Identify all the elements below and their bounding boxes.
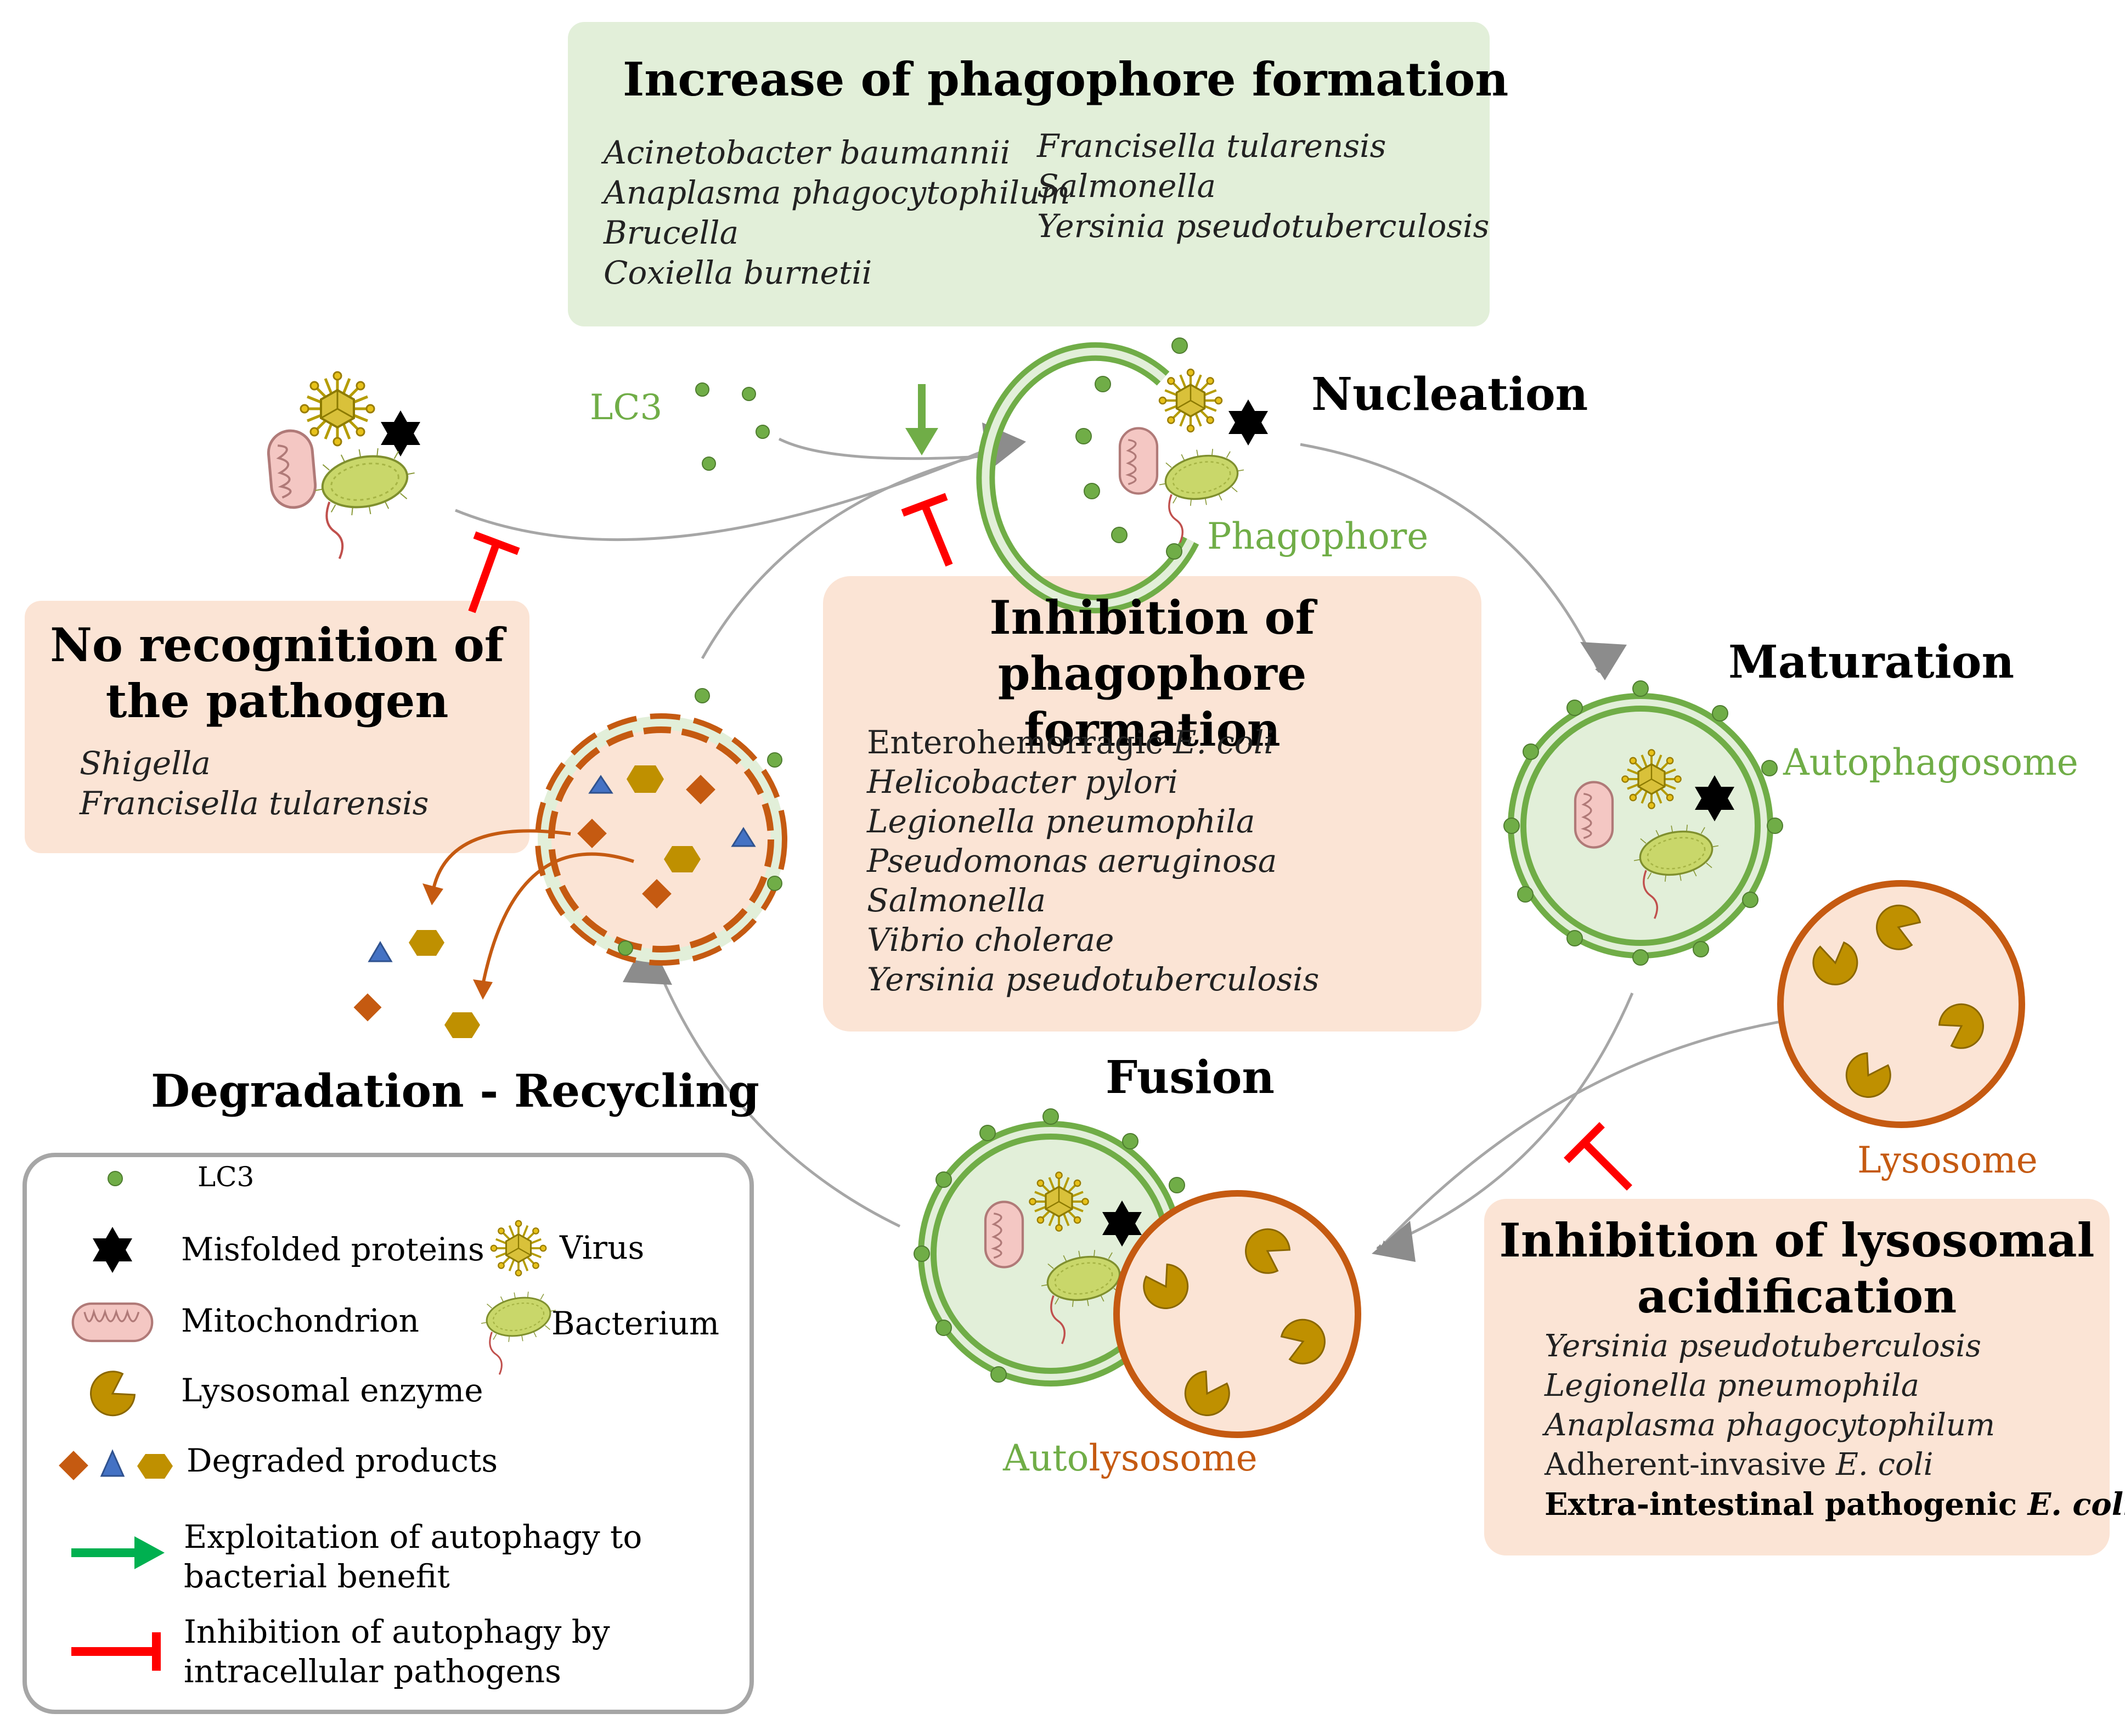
stage-degradation: Degradation - Recycling <box>151 1065 759 1118</box>
inhibition-phagophore-title-line: formation <box>1024 702 1281 757</box>
phagophore <box>976 337 1268 613</box>
legend-mitochondrion: Mitochondrion <box>181 1302 419 1339</box>
degraded-inside <box>577 765 756 909</box>
exploit-arrow-symbol <box>905 384 938 455</box>
item-roman: Adherent-invasive <box>1545 1447 1836 1483</box>
lc3-label: LC3 <box>590 387 663 428</box>
legend-inhibit: Inhibition of autophagy by intracellular… <box>184 1612 610 1691</box>
lc3-dots <box>695 382 770 471</box>
no-recognition-list: Shigella Francisella tularensis <box>80 743 429 824</box>
degraded-outside <box>353 930 480 1038</box>
item-roman: Extra-intestinal pathogenic <box>1545 1486 2028 1523</box>
autolysosome-part2: lysosome <box>1089 1437 1258 1479</box>
inhibition-phagophore-item: Vibrio cholerae <box>867 921 1114 959</box>
inhibition-phagophore-item: Helicobacter pylori <box>867 763 1179 801</box>
no-recognition-title-line: the pathogen <box>105 674 449 728</box>
no-recognition-item: Francisella tularensis <box>80 785 429 822</box>
stage-nucleation: Nucleation <box>1311 368 1588 421</box>
inhibition-lysosomal-title: Inhibition of lysosomal acidification <box>1498 1213 2096 1324</box>
legend-exploit-line: bacterial benefit <box>184 1558 450 1595</box>
arrow-lysosome-to-fusion <box>1382 1013 1828 1247</box>
no-recognition-title-line: No recognition of <box>50 618 504 672</box>
increase-item: Anaplasma phagocytophilum <box>604 174 1070 211</box>
inhibition-lysosomal-item: Anaplasma phagocytophilum <box>1545 1407 1996 1443</box>
no-recognition-title: No recognition of the pathogen <box>49 617 505 729</box>
legend-inhibit-line: Inhibition of autophagy by <box>184 1613 610 1650</box>
increase-title: Increase of phagophore formation <box>623 52 1509 106</box>
autophagosome <box>1503 680 1783 966</box>
inhibit-recognition-symbol <box>468 531 520 613</box>
release-arrows <box>432 829 634 985</box>
inhibition-phagophore-list: Enterohemorragic E. coli Helicobacter py… <box>867 723 1319 999</box>
arrow-lc3-to-phagophore <box>778 437 1000 460</box>
stage-maturation: Maturation <box>1728 636 2015 689</box>
inhibition-phagophore-item: Salmonella <box>867 882 1046 919</box>
legend-lc3: LC3 <box>198 1161 255 1193</box>
inhibition-lysosomal-item: Adherent-invasive E. coli <box>1545 1445 2125 1485</box>
legend-exploit-line: Exploitation of autophagy to <box>184 1518 642 1555</box>
no-recognition-item: Shigella <box>80 745 211 782</box>
legend-degraded: Degraded products <box>187 1442 498 1479</box>
increase-item: Yersinia pseudotuberculosis <box>1037 207 1490 245</box>
autolysosome-label: Autolysosome <box>1003 1436 1258 1480</box>
autolysosome-part1: Auto <box>1003 1437 1089 1479</box>
arrow-maturation-to-fusion <box>1376 993 1634 1250</box>
arrow-recycle-to-phagophore <box>701 448 1005 660</box>
autophagosome-label: Autophagosome <box>1783 741 2078 784</box>
item-italic: E. coli <box>1836 1447 1934 1483</box>
inhibit-lysosome-symbol <box>1564 1122 1632 1191</box>
cycle-arrows <box>455 437 1828 1250</box>
no-recognition-box <box>25 601 529 853</box>
legend-symbols <box>59 1171 566 1671</box>
increase-box <box>568 22 1490 326</box>
legend-enzyme: Lysosomal enzyme <box>181 1372 483 1409</box>
inhibition-lysosomal-item: Extra-intestinal pathogenic E. coli <box>1545 1485 2125 1524</box>
arrow-nucleation-to-maturation <box>1300 443 1601 673</box>
inhibition-phagophore-title: Inhibition of phagophore formation <box>839 590 1465 758</box>
legend-virus: Virus <box>560 1229 645 1266</box>
inhibition-lysosomal-title-line: Inhibition of lysosomal <box>1499 1213 2095 1267</box>
inhibition-lysosomal-item: Legionella pneumophila <box>1545 1368 1920 1404</box>
inhibition-phagophore-item: Yersinia pseudotuberculosis <box>867 961 1320 998</box>
inhibition-phagophore-box <box>823 576 1481 1032</box>
inhibition-lysosomal-title-line: acidification <box>1637 1269 1957 1323</box>
inhibition-phagophore-item: Legionella pneumophila <box>867 803 1255 840</box>
legend-exploit: Exploitation of autophagy to bacterial b… <box>184 1517 642 1596</box>
inhibition-phagophore-item: Enterohemorragic E. coli <box>867 723 1319 762</box>
legend-bacterium: Bacterium <box>551 1305 719 1342</box>
legend-inhibit-line: intracellular pathogens <box>184 1653 561 1690</box>
item-italic: E. coli <box>1173 724 1274 761</box>
inhibition-lysosomal-item: Yersinia pseudotuberculosis <box>1545 1328 1981 1364</box>
cargo-group <box>267 372 429 562</box>
degradation-vesicle <box>422 688 787 1000</box>
inhibition-lysosomal-box <box>1484 1199 2110 1555</box>
inhibit-phagophore-symbol <box>901 493 953 567</box>
increase-col1: Acinetobacter baumannii Anaplasma phagoc… <box>604 133 1070 293</box>
item-italic: E. coli <box>2027 1486 2125 1523</box>
inhibition-phagophore-item: Pseudomonas aeruginosa <box>867 842 1277 880</box>
autolysosome <box>914 1108 1361 1438</box>
increase-item: Coxiella burnetii <box>604 254 872 291</box>
increase-item: Brucella <box>604 214 739 251</box>
increase-item: Salmonella <box>1037 167 1216 205</box>
inhibition-lysosomal-list: Yersinia pseudotuberculosis Legionella p… <box>1545 1327 2125 1524</box>
inhibition-phagophore-title-line: Inhibition of phagophore <box>989 590 1315 701</box>
lysosome <box>1777 880 2025 1128</box>
arrow-fusion-to-degradation <box>649 948 901 1228</box>
increase-item: Acinetobacter baumannii <box>604 134 1011 171</box>
item-roman: Enterohemorragic <box>867 724 1174 761</box>
stage-fusion: Fusion <box>1106 1051 1275 1104</box>
phagophore-label: Phagophore <box>1207 515 1429 557</box>
lysosome-label: Lysosome <box>1857 1139 2038 1181</box>
increase-col2: Francisella tularensis Salmonella Yersin… <box>1037 126 1489 246</box>
legend-misfolded: Misfolded proteins <box>181 1231 484 1268</box>
legend-box <box>22 1153 754 1714</box>
increase-item: Francisella tularensis <box>1037 127 1386 165</box>
